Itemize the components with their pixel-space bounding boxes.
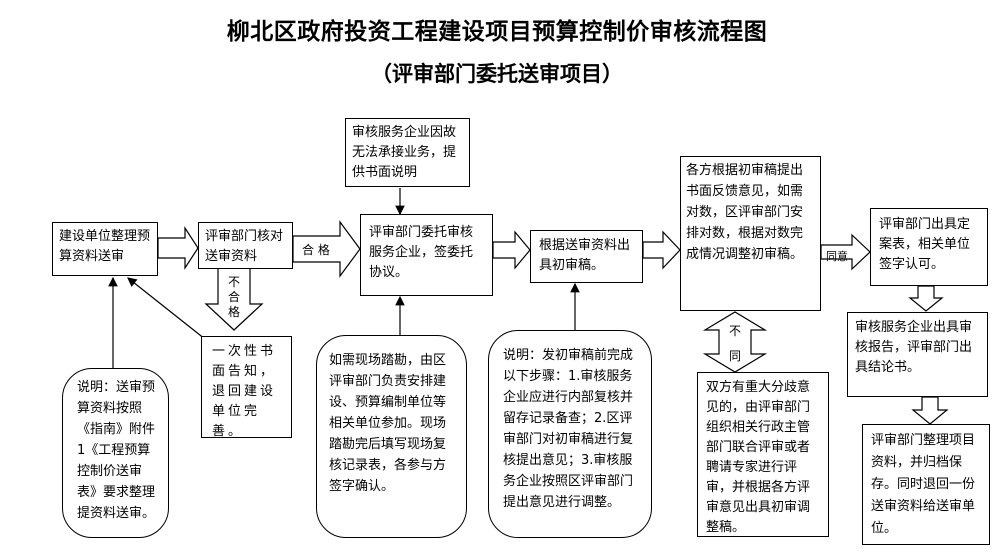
- note-site-survey: 如需现场踏勘，由区评审部门负责安排建设、预算编制单位等相关单位参加。现场踏勘完后…: [316, 335, 467, 538]
- label-agree: 同意: [826, 250, 848, 263]
- box-submit-budget: 建设单位整理预算资料送审: [52, 222, 158, 276]
- box-return-notice: 一次性书面告知，退回建设单位完善。: [201, 336, 292, 439]
- block-arrow-b9-b11: [911, 396, 949, 425]
- label-fail: 不合格: [227, 275, 241, 320]
- box-check-materials: 评审部门核对送审资料: [198, 222, 293, 269]
- chart-title: 柳北区政府投资工程建设项目预算控制价审核流程图: [226, 18, 768, 45]
- label-pass: 合 格: [302, 241, 330, 258]
- box-feedback: 各方根据初审稿提出书面反馈意见，如需对数，区评审部门安排对数，根据对数完成情况调…: [680, 156, 821, 311]
- box-commission-review: 评审部门委托审核服务企业，签委托协议。: [360, 214, 493, 296]
- block-arrow-b4-b5: [492, 230, 531, 270]
- label-disagree-1: 不: [729, 324, 742, 338]
- box-company-cannot-accept: 审核服务企业因故无法承接业务，提供书面说明: [345, 118, 470, 187]
- block-arrow-b7-b9: [908, 285, 944, 312]
- block-arrow-b5-b6: [642, 230, 681, 270]
- box-first-draft: 根据送审资料出具初审稿。: [530, 230, 643, 283]
- block-arrow-disagree: [702, 311, 768, 373]
- block-arrow-b1-b2: [157, 225, 199, 271]
- box-archive: 评审部门整理项目资料，并归档保存。同时退回一份送审资料给送审单位。: [862, 424, 990, 545]
- chart-subtitle: （评审部门委托送审项目）: [371, 61, 623, 86]
- box-review-report: 审核服务企业出具审核报告，评审部门出具结论书。: [847, 312, 988, 397]
- block-arrow-agree: [820, 233, 871, 271]
- box-major-disagreement: 双方有重大分歧意见的，由评审部门组织相关行政主管部门联合评审或者聘请专家进行评审…: [697, 372, 829, 537]
- box-final-table: 评审部门出具定案表，相关单位签字认可。: [870, 208, 988, 286]
- arrow-b8-b1: [127, 277, 211, 344]
- note-submission-requirements: 说明：送审预算资料按照《指南》附件1《工程预算控制价送审表》要求整理提资料送审。: [62, 368, 169, 538]
- note-pre-draft-steps: 说明：发初审稿前完成以下步骤：1.审核服务企业应进行内部复核并留存记录备查；2.…: [488, 330, 652, 538]
- label-disagree-2: 同: [729, 349, 742, 363]
